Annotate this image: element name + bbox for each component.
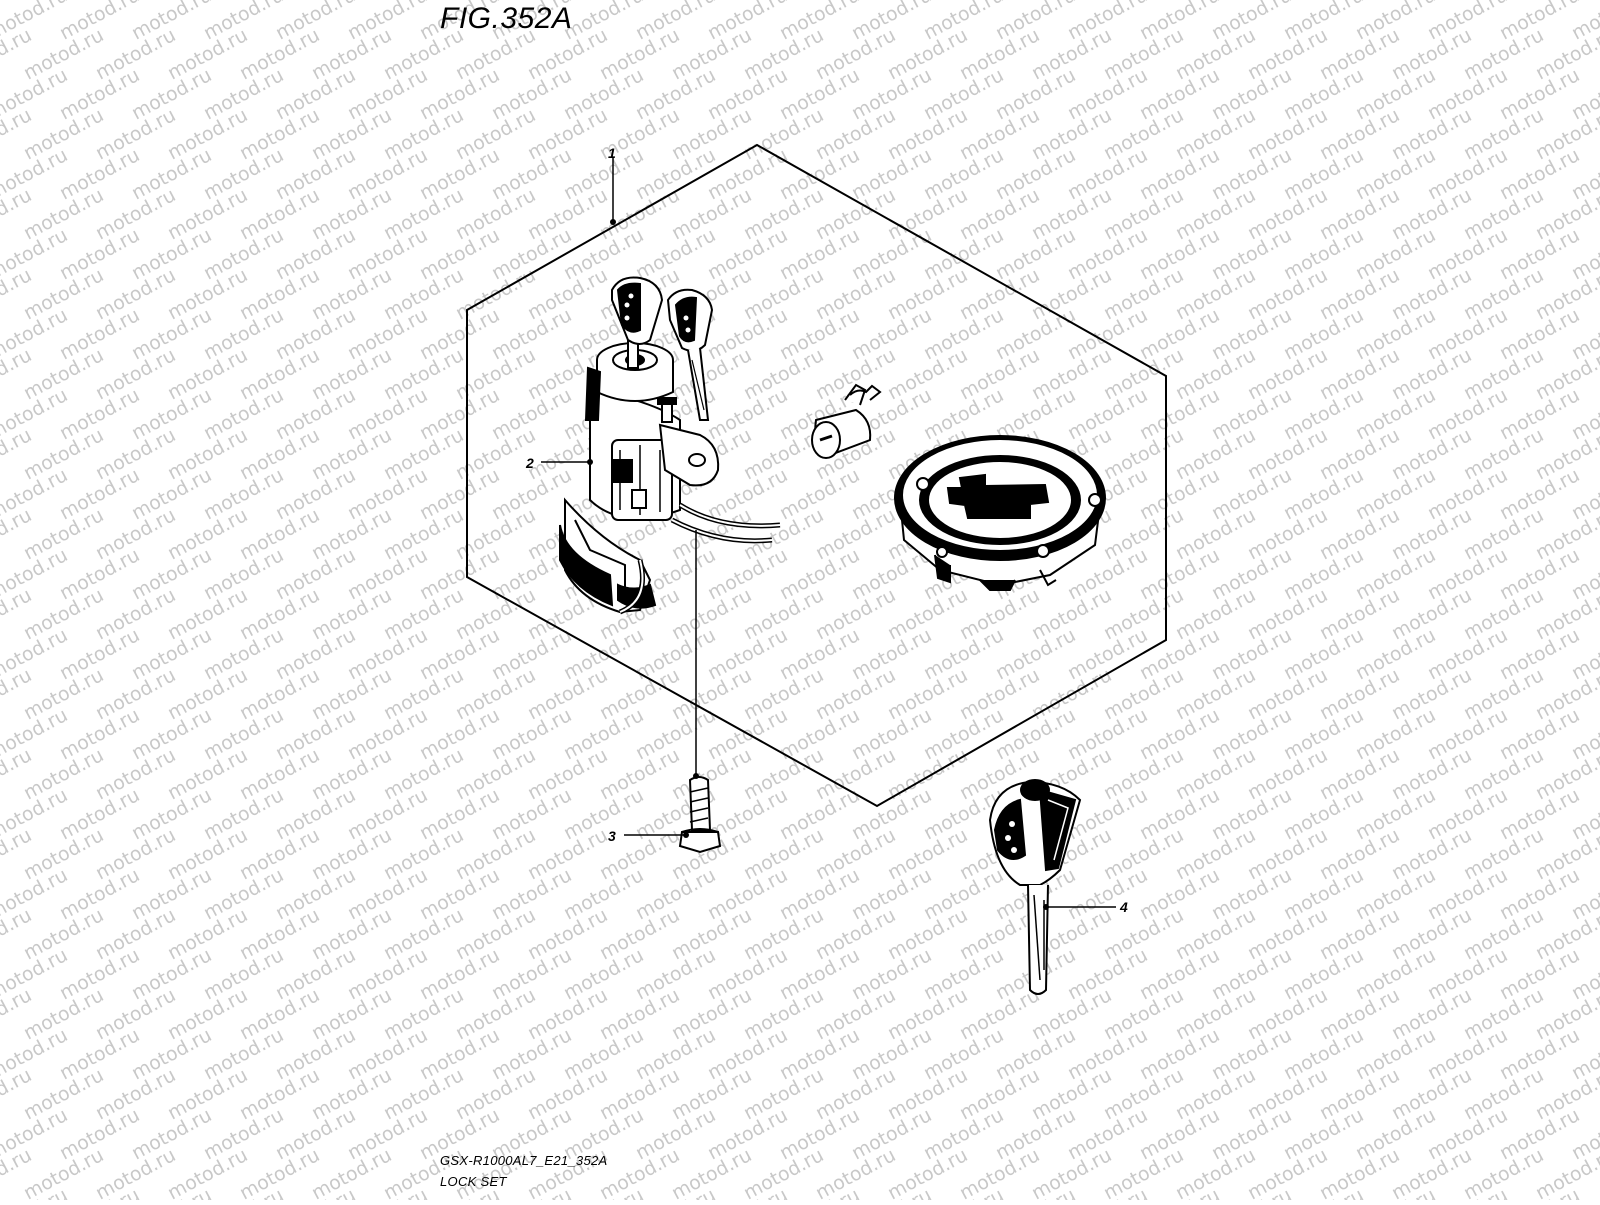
callout-3: 3	[608, 828, 616, 844]
callout-4: 4	[1119, 899, 1128, 915]
assembly-name: LOCK SET	[440, 1174, 507, 1189]
figure-title: FIG.352A	[440, 2, 573, 35]
model-code: GSX-R1000AL7_E21_352A	[440, 1153, 608, 1168]
callout-2: 2	[525, 455, 534, 471]
callout-1: 1	[608, 145, 616, 161]
